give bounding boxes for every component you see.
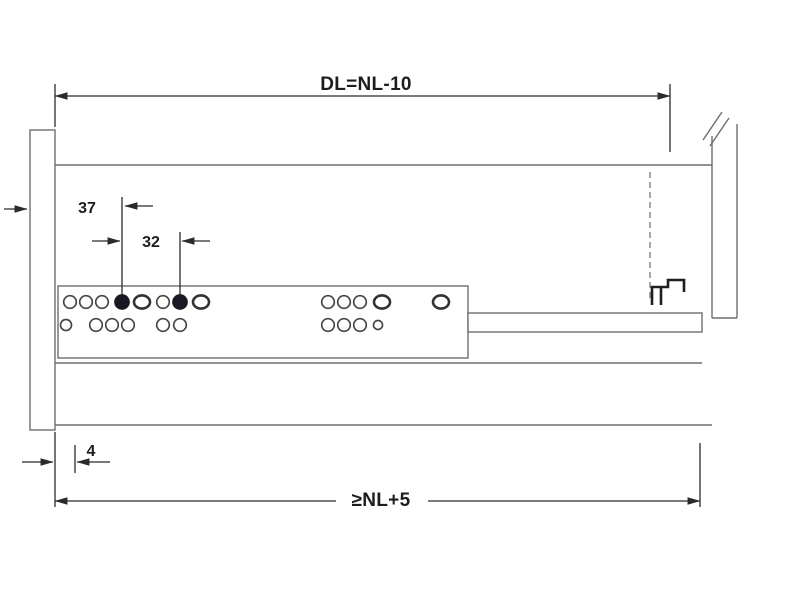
slide-rail [57,285,469,359]
mounting-hole [320,317,336,333]
mounting-hole [372,319,384,331]
dimension-front-offset: 37 [78,197,153,295]
dimension-hole-spacing: 32 [92,232,210,295]
bottom-offset-label: 4 [87,443,96,460]
mounting-hole [120,317,136,333]
mounting-hole [62,294,78,310]
top-dimension-label: DL=NL-10 [320,74,412,95]
mounting-hole [320,294,336,310]
runner-bar [467,312,703,333]
mounting-hole [78,294,94,310]
mounting-hole [88,317,104,333]
dimension-bottom-offset: 4 [22,443,110,473]
front-panel-board [29,129,56,431]
bottom-dimension: ≥NL+5 [54,432,701,511]
mounting-hole [352,294,368,310]
panel-break-icon [709,117,730,147]
mounting-hole [336,317,352,333]
mounting-hole [155,294,171,310]
cabinet-structure [55,164,712,426]
reference-hole [172,294,188,310]
rear-hook [650,278,686,305]
front-panel [4,129,56,431]
mounting-hole [352,317,368,333]
bottom-dimension-label: ≥NL+5 [352,490,411,511]
slotted-hole [431,294,451,310]
hole-spacing-label: 32 [142,234,160,251]
label-knockout [336,488,428,509]
panel-break-icon [702,111,723,141]
rear-panel [702,111,738,319]
mounting-hole [59,318,73,332]
front-offset-label: 37 [78,200,96,217]
slotted-hole [132,294,152,310]
mounting-hole [155,317,171,333]
reference-hole [114,294,130,310]
rail-holes-row-2 [59,317,384,333]
mounting-hole [104,317,120,333]
mounting-hole [336,294,352,310]
mounting-hole [94,294,110,310]
runner-extension [467,312,703,333]
top-dimension: DL=NL-10 [54,74,671,152]
mounting-hole [172,317,188,333]
rail-holes-row-1 [62,294,451,310]
slotted-hole [372,294,392,310]
rear-hook-icon [650,278,686,305]
slotted-hole [191,294,211,310]
